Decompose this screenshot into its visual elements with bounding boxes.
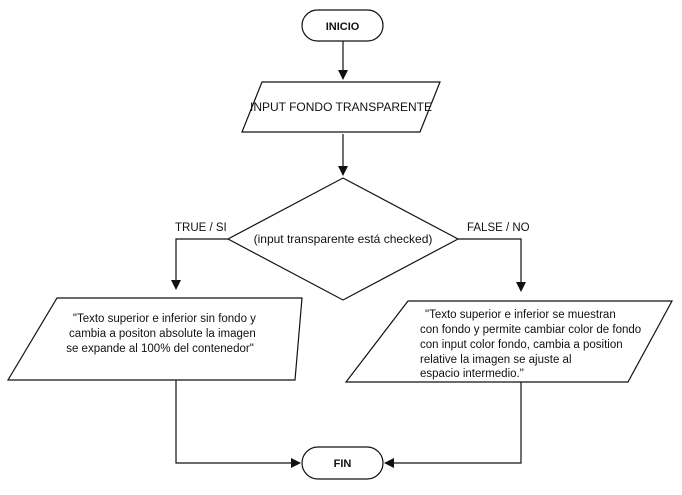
- input-parallelogram: [241, 81, 441, 133]
- decision-diamond: [226, 177, 460, 301]
- connector-true-to-end: [175, 380, 301, 468]
- decision-label: (input transparente está checked): [254, 232, 433, 246]
- false-process-line: espacio intermedio.": [420, 368, 524, 380]
- false-process-line: con input color fondo, cambia a position: [420, 339, 623, 351]
- false-process-text: "Texto superior e inferior se muestran c…: [420, 309, 644, 380]
- true-branch-label: TRUE / SI: [175, 222, 227, 234]
- input-label: INPUT FONDO TRANSPARENTE: [250, 100, 432, 114]
- true-process-line: se expande al 100% del contenedor": [66, 343, 254, 355]
- true-process-parallelogram: [6, 297, 303, 381]
- connector-decision-true: [171, 238, 228, 290]
- start-label: INICIO: [326, 21, 360, 33]
- true-process-line: cambia a positon absolute la imagen: [69, 328, 256, 340]
- start-terminal: [301, 9, 384, 42]
- false-branch-label: FALSE / NO: [467, 222, 530, 234]
- false-process-line: "Texto superior e inferior se muestran: [425, 309, 616, 321]
- connector-false-to-end: [384, 382, 522, 468]
- true-process-line: "Texto superior e inferior sin fondo y: [73, 313, 256, 325]
- end-label: FIN: [334, 458, 352, 470]
- false-process-line: relative la imagen se ajuste al: [420, 354, 572, 366]
- connector-decision-false: [458, 238, 526, 292]
- end-terminal: [301, 446, 384, 480]
- false-process-parallelogram: [344, 300, 674, 383]
- true-process-text: "Texto superior e inferior sin fondo y c…: [66, 313, 259, 355]
- false-process-line: con fondo y permite cambiar color de fon…: [420, 324, 641, 336]
